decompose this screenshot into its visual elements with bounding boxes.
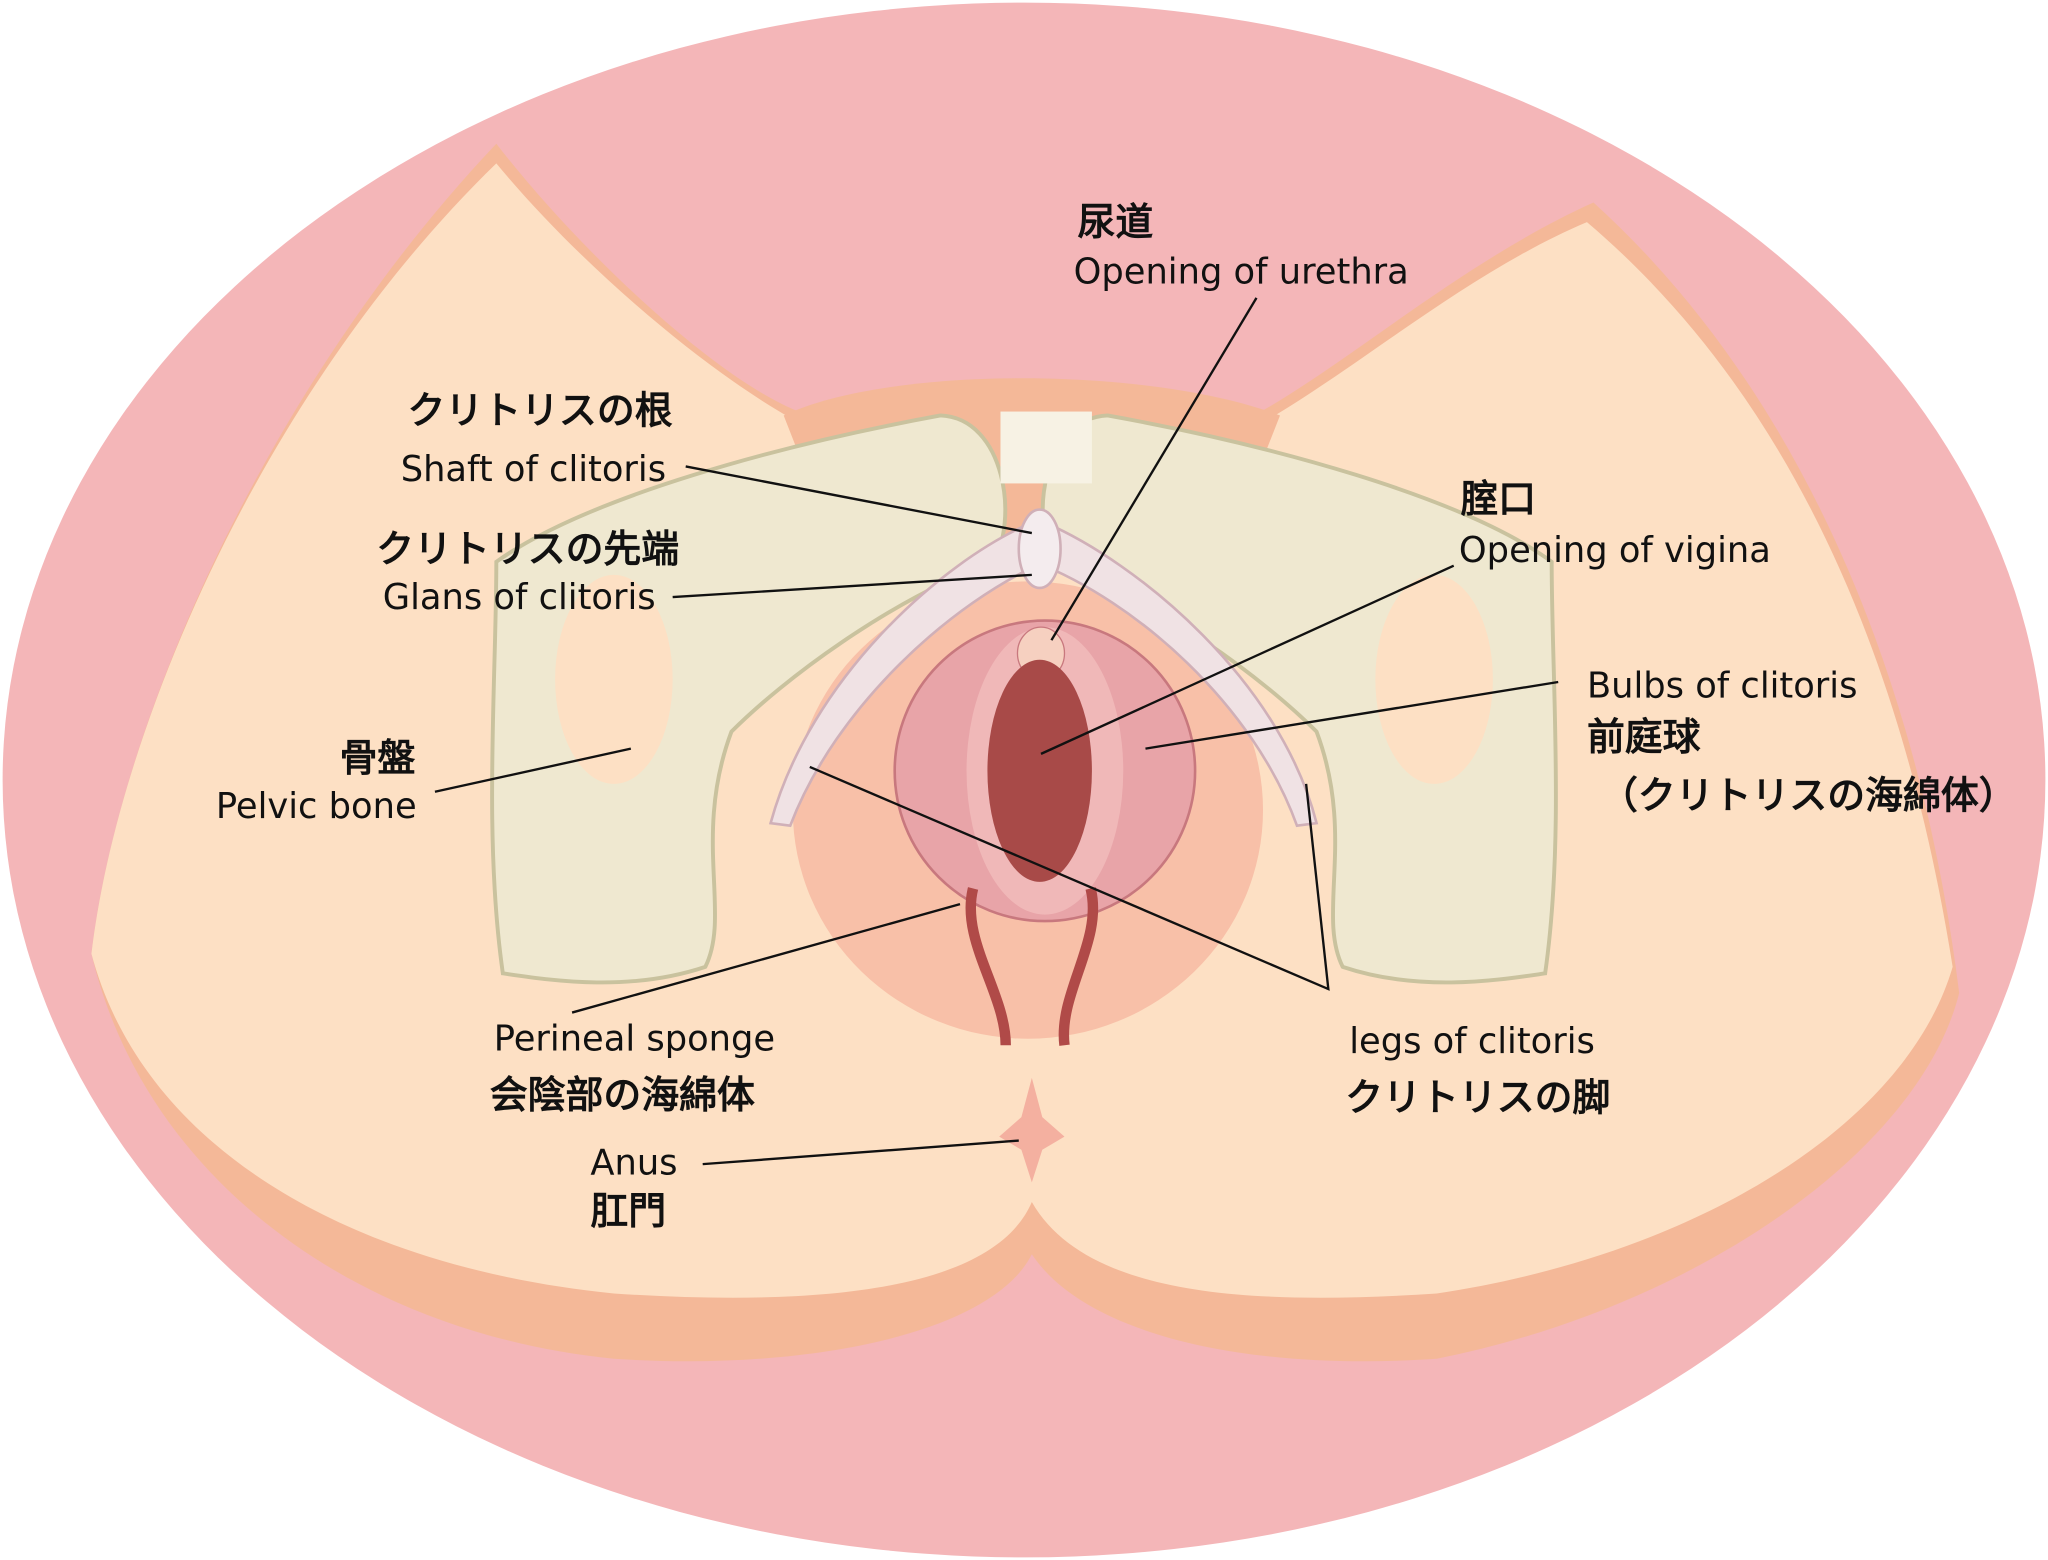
label-pelvic-en: Pelvic bone xyxy=(216,786,417,827)
label-bulbs-jp2: （クリトリスの海綿体） xyxy=(1600,774,2017,818)
pelvic-bone-right xyxy=(1040,413,1558,985)
pubic-symphysis xyxy=(1000,411,1092,484)
leader-anus xyxy=(702,1139,1019,1166)
label-urethra-jp: 尿道 xyxy=(1078,200,1154,244)
perineal-sponge xyxy=(965,887,1099,1046)
label-glans-jp: クリトリスの先端 xyxy=(376,527,679,571)
label-bulbs-jp: 前庭球 xyxy=(1587,715,1701,759)
leader-vagina xyxy=(1040,564,1455,755)
label-shaft-en: Shaft of clitoris xyxy=(401,449,666,490)
obturator-right xyxy=(1375,574,1493,784)
leader-legs xyxy=(809,765,1330,991)
label-pelvic-jp: 骨盤 xyxy=(340,736,416,780)
leader-perineal xyxy=(571,902,961,1014)
leader-glans xyxy=(672,573,1032,599)
leader-pelvic xyxy=(434,747,632,793)
leader-bulbs xyxy=(1145,680,1559,750)
pelvic-bone-left xyxy=(490,413,1008,985)
clitoris-glans xyxy=(1017,508,1062,590)
label-shaft-jp: クリトリスの根 xyxy=(408,388,673,432)
label-anus-en: Anus xyxy=(590,1143,677,1184)
obturator-left xyxy=(555,574,673,784)
label-legs-jp: クリトリスの脚 xyxy=(1345,1076,1610,1120)
clitoris-leg-left xyxy=(768,520,1047,828)
label-vagina-jp: 腟口 xyxy=(1460,477,1536,521)
anus-mark xyxy=(999,1077,1065,1183)
label-bulbs-en: Bulbs of clitoris xyxy=(1587,666,1858,707)
leader-urethra xyxy=(1050,297,1258,641)
label-urethra-en: Opening of urethra xyxy=(1074,252,1409,293)
label-vagina-en: Opening of vigina xyxy=(1459,530,1771,571)
label-legs-en: legs of clitoris xyxy=(1349,1021,1595,1062)
label-perineal-jp: 会陰部の海綿体 xyxy=(490,1073,755,1117)
label-anus-jp: 肛門 xyxy=(590,1189,666,1233)
clitoris-leg-right xyxy=(1032,520,1319,828)
label-perineal-en: Perineal sponge xyxy=(494,1018,775,1059)
label-glans-en: Glans of clitoris xyxy=(383,577,656,618)
leader-shaft xyxy=(685,465,1033,535)
vagina-opening xyxy=(987,659,1092,882)
